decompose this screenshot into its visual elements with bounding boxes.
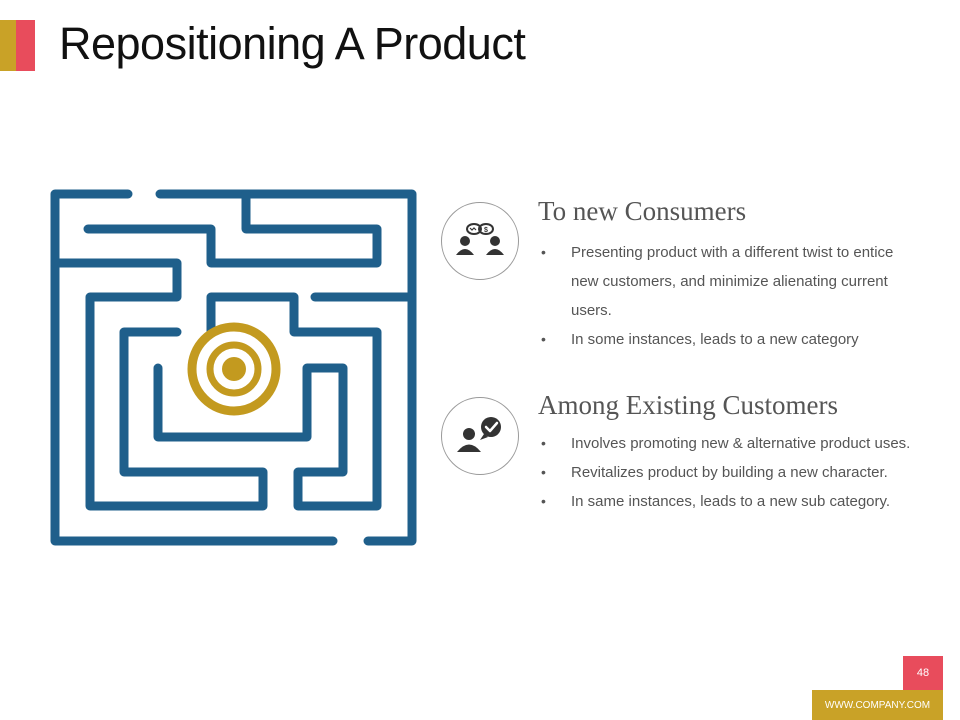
consumers-exchange-icon: $ bbox=[441, 202, 519, 280]
bullet-item: Presenting product with a different twis… bbox=[541, 238, 919, 325]
page-number: 48 bbox=[903, 656, 943, 690]
svg-text:$: $ bbox=[484, 227, 488, 234]
maze-illustration bbox=[50, 189, 417, 546]
bullet-list-new-consumers: Presenting product with a different twis… bbox=[541, 238, 919, 354]
title-accent-red bbox=[16, 20, 35, 71]
bullet-item: In same instances, leads to a new sub ca… bbox=[541, 487, 919, 516]
target-icon bbox=[187, 322, 281, 416]
bullet-item: Involves promoting new & alternative pro… bbox=[541, 429, 919, 458]
customer-check-icon bbox=[441, 397, 519, 475]
section-heading-existing-customers: Among Existing Customers bbox=[538, 390, 839, 420]
bullet-item: In some instances, leads to a new catego… bbox=[541, 325, 919, 354]
bullet-list-existing-customers: Involves promoting new & alternative pro… bbox=[541, 429, 919, 516]
bullet-item: Revitalizes product by building a new ch… bbox=[541, 458, 919, 487]
section-heading-new-consumers: To new Consumers bbox=[538, 196, 747, 226]
title-accent-gold bbox=[0, 20, 16, 71]
website-footer: WWW.COMPANY.COM bbox=[812, 690, 943, 720]
slide-title: Repositioning A Product bbox=[59, 18, 526, 69]
maze-walls bbox=[50, 189, 417, 546]
